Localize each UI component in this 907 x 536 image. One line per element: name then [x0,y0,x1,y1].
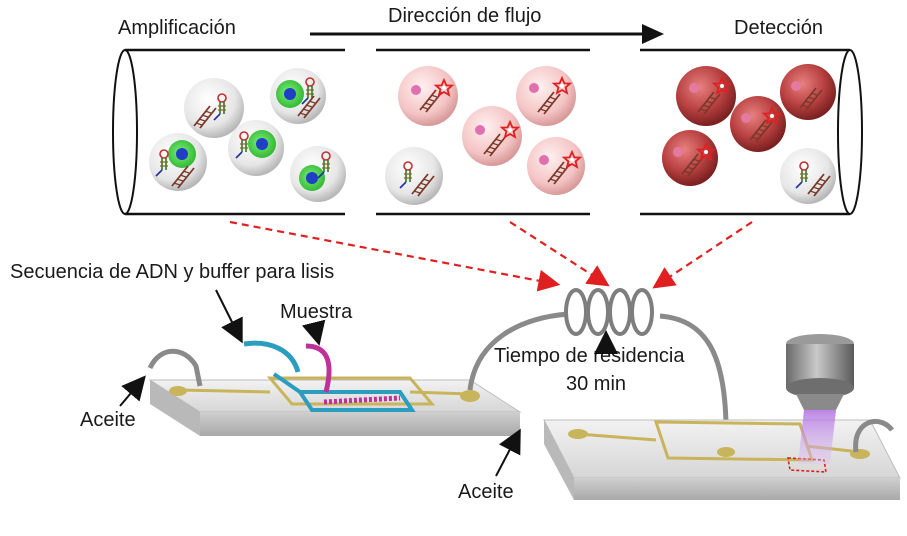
flow-tube [112,48,863,216]
residence-time-label: Tiempo de residencia [494,345,685,367]
transfer-tubing-left [467,311,569,391]
flow-direction-arrowhead [642,24,664,44]
oil-label-left: Aceite [80,409,136,431]
detection-label: Detección [734,17,823,39]
sample-arrow [301,319,326,346]
left-microfluidic-chip [147,340,522,436]
detector-objective [786,334,854,410]
right-microfluidic-chip [543,418,901,500]
detection-droplets [662,64,836,204]
oil-label-right: Aceite [458,481,514,503]
reaction-droplets [385,66,585,205]
amplification-droplets [149,68,346,202]
sample-label: Muestra [280,301,353,323]
oil-arrow-left [119,375,146,407]
laser-beam [798,410,836,464]
amplification-label: Amplificación [118,17,236,39]
oil-arrow-right [495,428,521,477]
flow-direction-label: Dirección de flujo [388,5,541,27]
residence-time-value: 30 min [566,373,626,395]
residence-coil [564,288,654,336]
dna-buffer-label: Secuencia de ADN y buffer para lisis [10,261,334,283]
dashed-arrows [229,220,753,292]
dna-buffer-arrow [215,289,243,344]
transfer-tubing-right [659,313,729,447]
